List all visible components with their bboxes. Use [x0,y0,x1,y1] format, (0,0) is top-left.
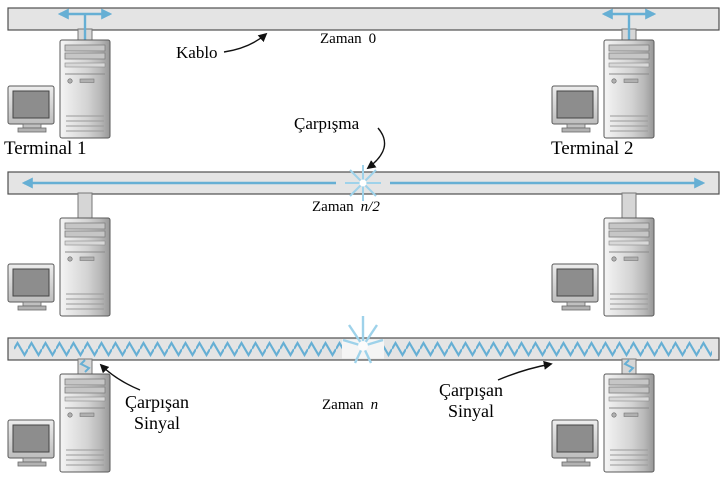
colliding-signal-label-left: Çarpışan Sinyal [114,392,200,433]
computer-terminal-2-n [551,373,655,473]
jam-label-arrow-right [497,360,553,381]
time-value: 0 [368,31,377,47]
time-label-n2: Zaman n/2 [312,199,380,216]
burst-core-n [358,341,368,351]
jam-signal-right [384,338,712,360]
annotation-arrows [99,32,553,391]
jam-signal-left [14,338,342,360]
jam-tap-right [623,359,635,373]
colliding-signal-line2: Sinyal [133,412,180,433]
terminal-1-label: Terminal 1 [4,138,87,159]
computer-terminal-1-t0 [7,39,111,139]
time-value: n [370,397,379,413]
jam-label-arrow-left [99,363,141,391]
computer-terminal-1-n [7,373,111,473]
terminal-2-label: Terminal 2 [551,138,634,159]
connector-n2-left [77,192,93,220]
time-label-0: Zaman 0 [320,31,376,48]
time-prefix: Zaman [312,199,354,215]
jam-tap-left [79,359,91,373]
collision-label: Çarpışma [294,114,360,133]
time-prefix: Zaman [320,31,362,47]
colliding-signal-line1: Çarpışan [125,392,189,412]
colliding-signal-line1: Çarpışan [439,380,503,400]
cable-label-arrow [223,32,268,53]
connector-n2-right [621,192,637,220]
cable-time-0 [7,7,720,31]
computer-terminal-2-t0 [551,39,655,139]
burst-core-n2 [359,179,367,187]
colliding-signal-label-right: Çarpışan Sinyal [428,380,514,421]
collision-label-arrow [366,127,386,170]
time-value: n/2 [360,199,380,215]
computer-terminal-1-n2 [7,217,111,317]
computer-terminal-2-n2 [551,217,655,317]
signal-arrows [21,8,706,373]
cable-label: Kablo [176,43,218,62]
colliding-signal-line2: Sinyal [447,400,494,421]
time-prefix: Zaman [322,397,364,413]
